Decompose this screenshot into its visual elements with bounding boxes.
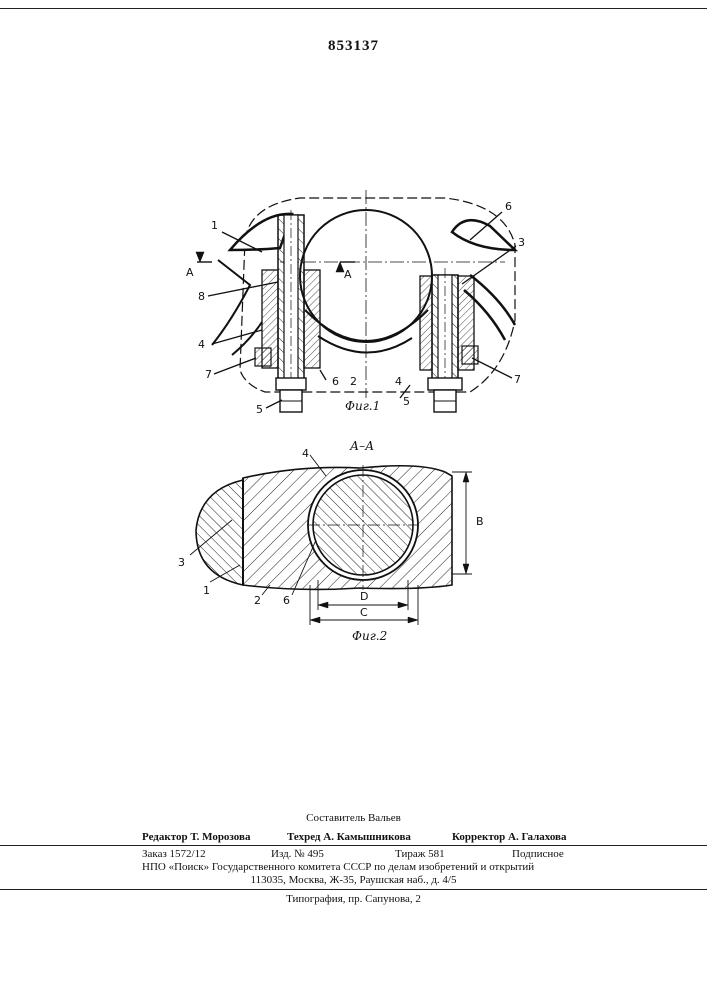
editor: Редактор Т. Морозова <box>142 831 250 843</box>
fig1-label-4b: 4 <box>395 375 402 388</box>
fig1-label-7b: 7 <box>514 373 521 386</box>
figure-2 <box>190 455 472 625</box>
fig1-label-5b: 5 <box>403 395 410 408</box>
corrector: Корректор А. Галахова <box>452 831 567 843</box>
fig2-title: А–А <box>349 439 374 453</box>
fig1-label-5a: 5 <box>256 403 263 416</box>
fig2-dimension-C: C <box>360 606 368 619</box>
fig1-label-4a: 4 <box>198 338 205 351</box>
footer-rule <box>0 845 707 846</box>
address: 113035, Москва, Ж-35, Раушская наб., д. … <box>0 874 707 886</box>
fig1-label-6b: 6 <box>505 200 512 213</box>
fig1-label-1: 1 <box>211 219 218 232</box>
fig2-label-2: 2 <box>254 594 261 607</box>
order: Заказ 1572/12 <box>142 848 206 860</box>
fig1-section-mark-right: А <box>344 268 352 281</box>
compiler: Составитель Вальев <box>0 812 707 824</box>
tirazh: Тираж 581 <box>395 848 445 860</box>
fig1-caption: Фиг.1 <box>345 399 380 413</box>
fig1-label-8: 8 <box>198 290 205 303</box>
fig2-caption: Фиг.2 <box>352 629 387 643</box>
fig2-dimension-D: D <box>360 590 368 603</box>
typography: Типография, пр. Сапунова, 2 <box>0 893 707 905</box>
fig2-label-3: 3 <box>178 556 185 569</box>
fig2-label-4: 4 <box>302 447 309 460</box>
izd: Изд. № 495 <box>271 848 324 860</box>
fig1-label-6a: 6 <box>332 375 339 388</box>
fig1-label-2: 2 <box>350 375 357 388</box>
fig1-label-7a: 7 <box>205 368 212 381</box>
fig2-label-6: 6 <box>283 594 290 607</box>
fig1-section-mark-left: А <box>186 266 194 279</box>
footer-rule-2 <box>0 889 707 890</box>
podpisnoe: Подписное <box>512 848 564 860</box>
techred: Техред А. Камышникова <box>287 831 411 843</box>
npo: НПО «Поиск» Государственного комитета СС… <box>142 861 534 873</box>
fig2-label-1: 1 <box>203 584 210 597</box>
fig2-dimension-B: B <box>476 515 484 528</box>
fig1-label-3: 3 <box>518 236 525 249</box>
